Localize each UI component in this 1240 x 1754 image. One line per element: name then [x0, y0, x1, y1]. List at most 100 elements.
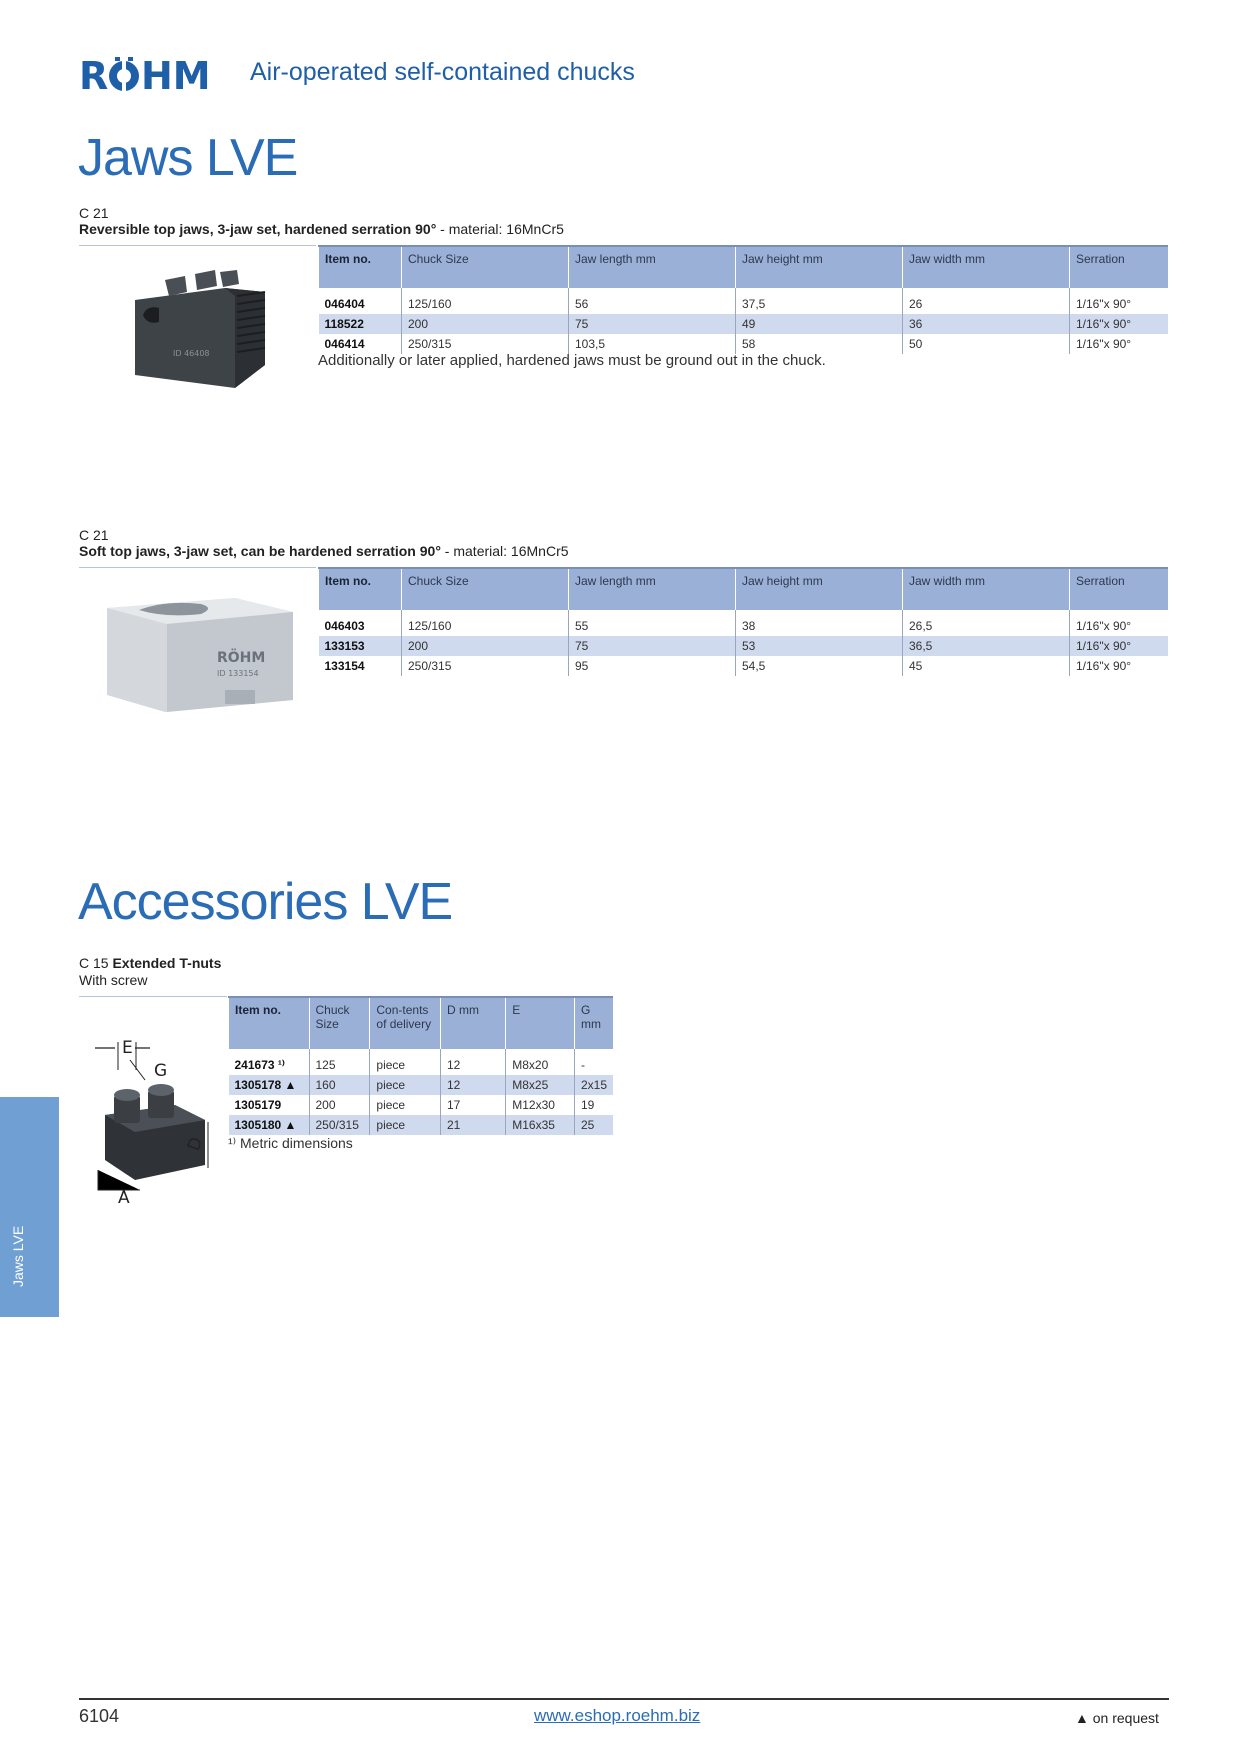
- column-header: Chuck Size: [308, 996, 370, 1049]
- tnuts-footnote: ¹⁾ Metric dimensions: [228, 1135, 353, 1151]
- table-cell: 56: [568, 294, 736, 314]
- tnuts-divider: [79, 996, 227, 997]
- table-cell: 250/315: [401, 334, 569, 354]
- table-cell: 250/315: [308, 1115, 370, 1135]
- table-cell: 125/160: [401, 294, 569, 314]
- table-cell: 25: [573, 1115, 613, 1135]
- table-cell: 26: [902, 294, 1070, 314]
- table-cell: 1/16"x 90°: [1069, 616, 1168, 636]
- soft-jaw-image-label: ID 133154: [217, 669, 259, 678]
- column-header: Chuck Size: [401, 567, 569, 610]
- side-tab-jaws-lve[interactable]: Jaws LVE: [0, 1097, 59, 1317]
- dim-g-label: G: [154, 1061, 167, 1081]
- table-cell: piece: [369, 1075, 441, 1095]
- table-cell: 125: [308, 1055, 370, 1075]
- table-cell: 53: [735, 636, 903, 656]
- table-cell: 49: [735, 314, 903, 334]
- table-cell: 36,5: [902, 636, 1070, 656]
- soft-jaw-image: RÖHM ID 133154: [105, 590, 295, 720]
- svg-text:HM: HM: [141, 55, 211, 95]
- column-header: Jaw length mm: [568, 245, 736, 288]
- soft-divider: [79, 567, 316, 568]
- table-cell: 37,5: [735, 294, 903, 314]
- table-cell: -: [573, 1055, 613, 1075]
- column-header: Jaw height mm: [735, 567, 903, 610]
- table-cell: 75: [568, 314, 736, 334]
- table-cell: 1/16"x 90°: [1069, 334, 1168, 354]
- table-cell: M12x30: [505, 1095, 575, 1115]
- reversible-description: Reversible top jaws, 3-jaw set, hardened…: [79, 221, 564, 237]
- table-cell: 95: [568, 656, 736, 676]
- table-spacer: [319, 610, 1168, 616]
- column-header: E: [505, 996, 575, 1049]
- table-cell: 55: [568, 616, 736, 636]
- table-cell: 160: [308, 1075, 370, 1095]
- table-cell: 103,5: [568, 334, 736, 354]
- page-number: 6104: [79, 1706, 120, 1726]
- item-number-cell: 046403: [324, 619, 365, 633]
- column-header: Jaw width mm: [902, 567, 1070, 610]
- column-header: Serration: [1069, 245, 1168, 288]
- item-number-cell: 1305179: [234, 1098, 282, 1112]
- table-cell: 26,5: [902, 616, 1070, 636]
- tnut-dimension-image: E G D A: [90, 1038, 220, 1215]
- table-cell: 1/16"x 90°: [1069, 294, 1168, 314]
- table-cell: 75: [568, 636, 736, 656]
- catalog-section-title: Air-operated self-contained chucks: [250, 58, 635, 86]
- table-cell: 17: [439, 1095, 506, 1115]
- dim-a-label: A: [118, 1188, 130, 1208]
- table-cell: 1/16"x 90°: [1069, 314, 1168, 334]
- table-cell: piece: [369, 1055, 441, 1075]
- tnuts-title: C 15 Extended T-nuts: [79, 955, 222, 971]
- table-cell: 125/160: [401, 616, 569, 636]
- item-number-cell: 1305178 ▲: [228, 1075, 309, 1095]
- tnuts-subtitle: With screw: [79, 972, 148, 988]
- table-cell: M8x25: [505, 1075, 575, 1095]
- dim-d-label: D: [184, 1135, 207, 1154]
- item-number-cell: 046404: [324, 297, 365, 311]
- item-number-cell: 133154: [324, 659, 365, 673]
- jaws-heading: Jaws LVE: [78, 129, 298, 187]
- soft-jaw-logo: RÖHM: [217, 648, 265, 666]
- table-cell: 36: [902, 314, 1070, 334]
- reversible-jaw-image-label: ID 46408: [173, 349, 210, 358]
- svg-text:R: R: [79, 55, 109, 95]
- accessories-heading: Accessories LVE: [78, 873, 453, 931]
- table-cell: 200: [308, 1095, 370, 1115]
- table-cell: 12: [439, 1055, 506, 1075]
- table-cell: M16x35: [505, 1115, 575, 1135]
- table-cell: 200: [401, 636, 569, 656]
- column-header: D mm: [439, 996, 506, 1049]
- column-header: Jaw length mm: [568, 567, 736, 610]
- column-header: G mm: [573, 996, 613, 1049]
- table-spacer: [319, 288, 1168, 294]
- footer-divider: [79, 1698, 1169, 1700]
- table-cell: 21: [439, 1115, 506, 1135]
- table-cell: 58: [735, 334, 903, 354]
- dim-e-label: E: [122, 1040, 133, 1058]
- reversible-jaw-image: ID 46408: [125, 270, 275, 405]
- item-number-cell: 118522: [318, 314, 402, 334]
- table-cell: piece: [369, 1095, 441, 1115]
- column-header: Item no.: [318, 245, 402, 288]
- column-header: Chuck Size: [401, 245, 569, 288]
- table-cell: 200: [401, 314, 569, 334]
- table-cell: 19: [573, 1095, 613, 1115]
- column-header: Jaw height mm: [735, 245, 903, 288]
- table-cell: 50: [902, 334, 1070, 354]
- table-cell: 1/16"x 90°: [1069, 636, 1168, 656]
- reversible-divider: [79, 245, 316, 246]
- table-cell: M8x20: [505, 1055, 575, 1075]
- eshop-link[interactable]: www.eshop.roehm.biz: [534, 1706, 701, 1725]
- roehm-logo: R HM: [79, 54, 219, 100]
- item-number-cell: 133153: [318, 636, 402, 656]
- table-cell: 45: [902, 656, 1070, 676]
- item-number-cell: 241673 ¹⁾: [234, 1058, 285, 1072]
